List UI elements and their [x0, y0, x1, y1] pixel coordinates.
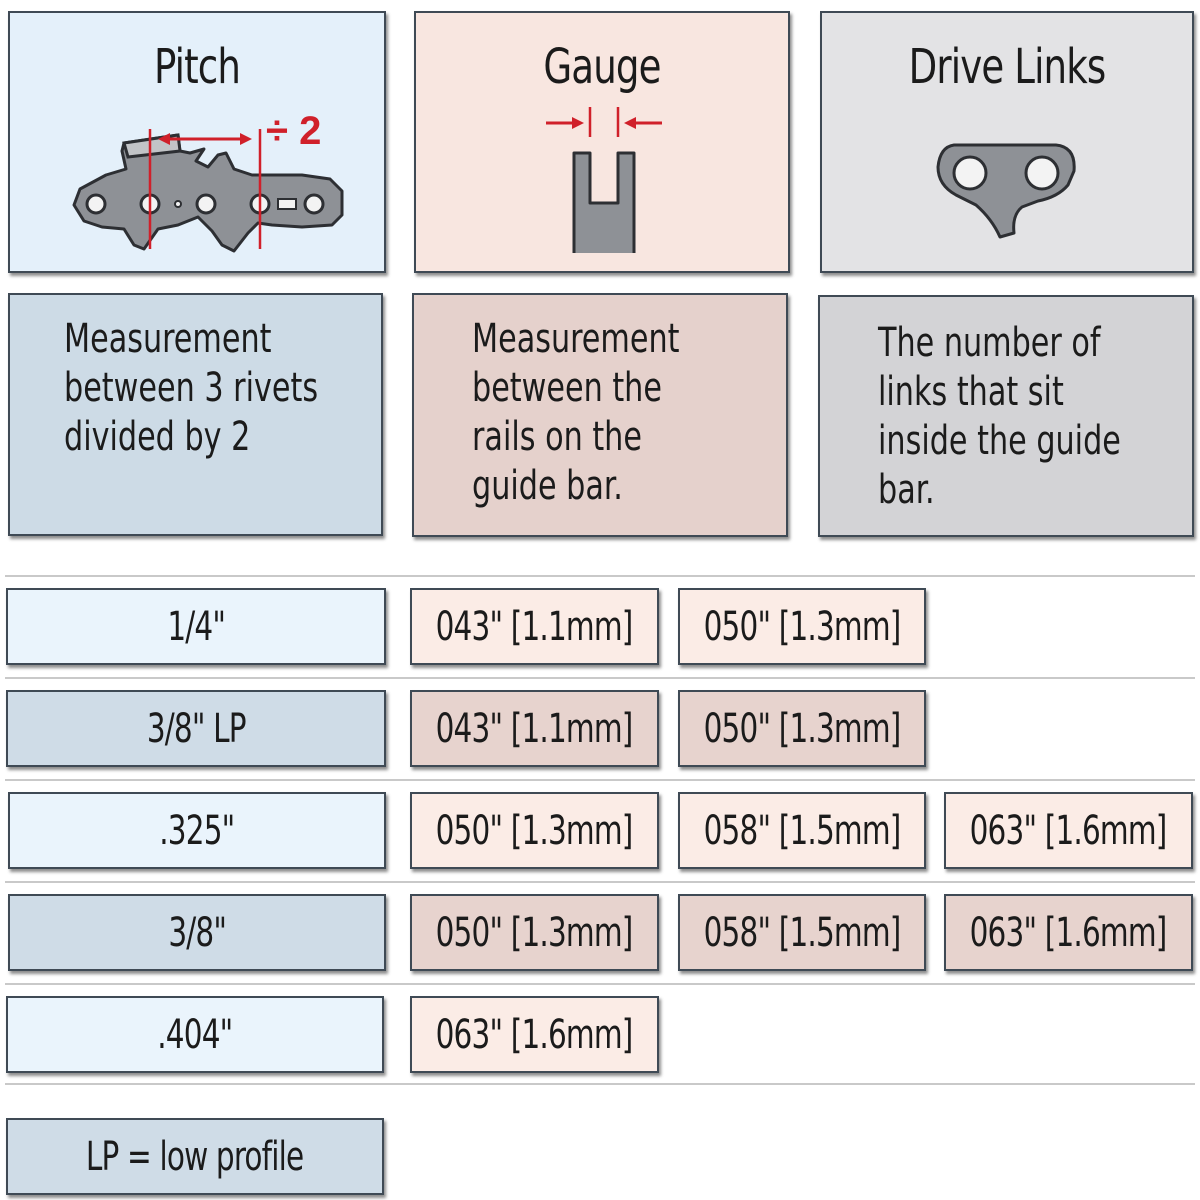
gauge-value: 050" [1.3mm]	[703, 603, 902, 650]
gauge-description-card: Measurement between the rails on the gui…	[412, 293, 788, 537]
gauge-value: 063" [1.6mm]	[436, 1011, 634, 1058]
divider	[5, 1083, 1195, 1085]
divider	[5, 881, 1195, 883]
gauge-value: 050" [1.3mm]	[703, 705, 902, 752]
drive-links-header-card: Drive Links	[820, 11, 1194, 273]
gauge-value: 043" [1.1mm]	[436, 705, 634, 752]
pitch-value: 1/4"	[167, 603, 226, 650]
gauge-cell: 050" [1.3mm]	[678, 588, 926, 665]
pitch-description: Measurement between 3 rivets divided by …	[64, 316, 319, 460]
pitch-description-card: Measurement between 3 rivets divided by …	[8, 293, 383, 536]
gauge-cell: 063" [1.6mm]	[944, 792, 1193, 869]
gauge-cell: 050" [1.3mm]	[410, 792, 659, 869]
pitch-value: 3/8"	[168, 909, 227, 956]
divider	[5, 575, 1195, 577]
gauge-value: 058" [1.5mm]	[703, 807, 902, 854]
gauge-cell: 043" [1.1mm]	[410, 690, 659, 767]
gauge-value: 050" [1.3mm]	[436, 807, 634, 854]
gauge-value: 063" [1.6mm]	[970, 807, 1168, 854]
gauge-cell: 058" [1.5mm]	[678, 792, 926, 869]
gauge-value: 043" [1.1mm]	[436, 603, 634, 650]
legend-box: LP = low profile	[6, 1118, 384, 1195]
gauge-cell: 043" [1.1mm]	[410, 588, 659, 665]
gauge-cell: 050" [1.3mm]	[410, 894, 659, 971]
pitch-title: Pitch	[153, 39, 241, 95]
gauge-cell: 063" [1.6mm]	[944, 894, 1193, 971]
drive-tang-icon	[546, 107, 662, 253]
gauge-cell: 058" [1.5mm]	[678, 894, 926, 971]
gauge-title: Gauge	[543, 39, 661, 95]
gauge-value: 058" [1.5mm]	[703, 909, 902, 956]
pitch-value: 3/8" LP	[146, 705, 247, 752]
drive-link-icon	[936, 143, 1076, 239]
gauge-cell: 050" [1.3mm]	[678, 690, 926, 767]
gauge-description: Measurement between the rails on the gui…	[472, 316, 680, 509]
gauge-cell: 063" [1.6mm]	[410, 996, 659, 1073]
gauge-value: 050" [1.3mm]	[436, 909, 634, 956]
pitch-header-card: Pitch ÷ 2	[8, 11, 386, 273]
table-row-pitch-cell: .325"	[8, 792, 386, 869]
table-row-pitch-cell: 3/8" LP	[6, 690, 386, 767]
chain-segment-icon	[72, 129, 344, 253]
divider	[5, 983, 1195, 985]
drive-links-title: Drive Links	[908, 39, 1107, 95]
table-row-pitch-cell: 3/8"	[8, 894, 386, 971]
drive-links-description-card: The number of links that sit inside the …	[818, 295, 1194, 537]
table-row-pitch-cell: 1/4"	[6, 588, 386, 665]
pitch-divisor-label: ÷ 2	[266, 109, 322, 153]
legend-text: LP = low profile	[86, 1133, 304, 1180]
pitch-value: .325"	[159, 807, 235, 854]
gauge-header-card: Gauge	[414, 11, 790, 273]
gauge-value: 063" [1.6mm]	[970, 909, 1168, 956]
divider	[5, 779, 1195, 781]
divider	[5, 677, 1195, 679]
pitch-value: .404"	[157, 1011, 233, 1058]
table-row-pitch-cell: .404"	[6, 996, 384, 1073]
drive-links-description: The number of links that sit inside the …	[878, 320, 1121, 513]
